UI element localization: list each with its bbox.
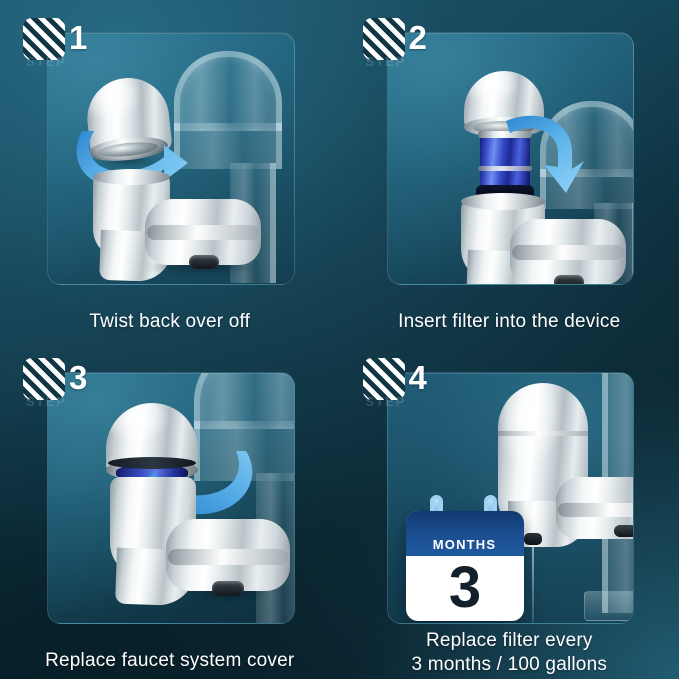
step-word-label: STEP (365, 54, 406, 69)
step-4-illustration: MONTHS 3 (388, 372, 634, 624)
filter-cartridge (479, 133, 530, 193)
caption-line-1: Insert filter into the device (398, 310, 621, 332)
step-3-illustration (48, 372, 294, 624)
adapter-groove (147, 225, 259, 240)
dome-seam (497, 430, 588, 436)
step-panel-1 (47, 32, 295, 285)
dark-seal-ring (108, 456, 196, 469)
step-card-3: 3 STEP Replace faucet system cover (0, 340, 340, 679)
step-badge-2: 2 STEP (362, 18, 435, 70)
step-number: 3 (69, 358, 87, 396)
step-2-illustration (388, 33, 634, 284)
adapter-outlet (189, 255, 219, 269)
step-badge-1: 1 STEP (23, 18, 95, 70)
sink-edge (583, 590, 634, 621)
step-caption-1: Twist back over off (0, 310, 340, 334)
step-word-label: STEP (365, 393, 406, 409)
step-number: 2 (408, 19, 427, 56)
step-caption-4: Replace filter every 3 months / 100 gall… (340, 629, 679, 677)
calendar-number: 3 (448, 555, 481, 620)
hatch-tile-icon (23, 357, 65, 400)
adapter-outlet (553, 275, 584, 284)
housing-top-rim (460, 193, 545, 210)
caption-line-1: Replace filter every (425, 630, 593, 651)
water-drip (531, 544, 534, 624)
insert-arrow-icon (500, 111, 592, 203)
cartridge-ring-mid (477, 166, 532, 171)
hatch-tile-icon (362, 18, 405, 60)
adapter-groove (511, 245, 624, 260)
step-1-illustration (48, 33, 294, 284)
step-number: 4 (408, 358, 427, 396)
adapter-outlet (212, 580, 244, 596)
calendar-graphic: MONTHS 3 (405, 494, 524, 621)
step-badge-4: 4 STEP (362, 357, 435, 410)
step-word-label: STEP (26, 54, 67, 69)
step-panel-4: MONTHS 3 (386, 371, 634, 624)
caption-line-2: 3 months / 100 gallons (411, 654, 608, 675)
calendar-body: MONTHS 3 (405, 510, 524, 621)
step-card-1: 1 STEP Twist back over off (0, 0, 340, 340)
hatch-tile-icon (362, 357, 405, 400)
calendar-header: MONTHS (405, 510, 524, 556)
caption-line-1: Replace faucet system cover (45, 650, 295, 671)
step-panel-2 (386, 32, 634, 285)
adapter-groove (168, 548, 288, 565)
cartridge-ring-top (477, 131, 532, 138)
housing-top-rim (93, 169, 170, 185)
step-caption-3: Replace faucet system cover (0, 649, 340, 673)
step-number: 1 (69, 19, 87, 56)
step-word-label: STEP (26, 393, 67, 409)
step-caption-2: Insert filter into the device (340, 310, 679, 334)
step-card-4: MONTHS 3 4 STEP Replace filter every 3 m… (340, 340, 679, 679)
adapter-groove (557, 502, 634, 517)
hatch-tile-icon (23, 18, 65, 60)
step-badge-3: 3 STEP (23, 357, 95, 410)
caption-line-1: Twist back over off (89, 310, 251, 332)
step-panel-3 (47, 371, 295, 624)
outlet-nozzle (523, 532, 542, 545)
adapter-outlet (613, 524, 634, 537)
step-card-2: 2 STEP Insert filter into the device (340, 0, 679, 340)
